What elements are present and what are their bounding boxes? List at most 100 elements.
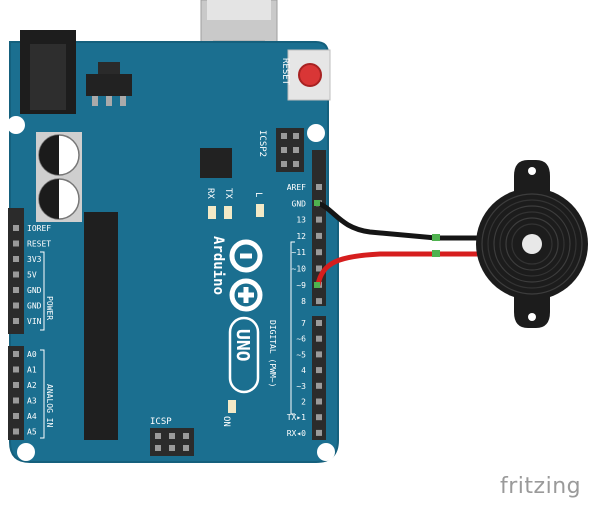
mounting-hole <box>317 443 335 461</box>
piezo-buzzer <box>476 160 588 328</box>
header-pin <box>316 367 322 374</box>
pin-label: 8 <box>301 297 306 306</box>
header-pin <box>316 232 322 239</box>
header-pin <box>316 382 322 389</box>
left-power-header <box>8 208 24 334</box>
pin-label: GND <box>292 199 307 208</box>
right-upper-header <box>312 150 326 306</box>
header-pin <box>316 184 322 190</box>
right-lower-header <box>312 316 326 440</box>
wire-tip-gnd <box>314 200 320 206</box>
model-badge: UNO <box>228 316 260 394</box>
wire-tip-pin9 <box>314 282 320 288</box>
icsp2-label: ICSP2 <box>257 130 267 157</box>
on-label: ON <box>221 416 231 427</box>
rx-label: RX <box>205 188 215 199</box>
digital-group-bracket <box>290 241 295 415</box>
pin-label: ~11 <box>292 248 307 257</box>
header-pin <box>316 429 322 436</box>
capacitor <box>36 132 82 178</box>
pin-label: TX▸1 <box>287 413 306 422</box>
header-pin <box>13 271 19 278</box>
header-pin <box>316 398 322 405</box>
mounting-hole <box>17 443 35 461</box>
pin-label: GND <box>27 302 42 311</box>
pin-label: A5 <box>27 428 37 437</box>
header-pin <box>13 366 19 373</box>
digital-label: DIGITAL (PWM~) <box>268 320 277 387</box>
icsp-header <box>150 428 194 456</box>
wire-joint <box>432 250 440 257</box>
header-pin <box>316 249 322 256</box>
power-label: POWER <box>45 296 54 320</box>
header-pin <box>13 428 19 435</box>
mounting-hole <box>7 116 25 134</box>
icsp-label: ICSP <box>150 417 172 427</box>
reset-label: RESET <box>280 58 290 86</box>
brand-label: Arduino <box>210 236 226 295</box>
mounting-hole <box>307 124 325 142</box>
header-pin <box>13 413 19 419</box>
header-pin <box>316 320 322 326</box>
pin-label: 12 <box>296 232 306 241</box>
usb-chip <box>200 148 232 178</box>
header-pin <box>13 240 19 247</box>
left-analog-header <box>8 346 24 440</box>
pin-label: ~5 <box>296 350 306 359</box>
header-pin <box>13 382 19 388</box>
tx-label: TX <box>223 188 233 199</box>
microcontroller-chip <box>84 212 118 440</box>
pin-label: ~9 <box>296 281 306 290</box>
pin-label: IOREF <box>27 224 51 233</box>
pin-label: 3V3 <box>27 255 42 264</box>
pin-label: ~6 <box>296 335 306 344</box>
header-pin <box>13 256 19 262</box>
header-pin <box>13 225 19 231</box>
header-pin <box>316 216 322 223</box>
header-pin <box>13 397 19 404</box>
header-pin <box>316 414 322 421</box>
header-pin <box>316 298 322 305</box>
pin-label: 2 <box>301 398 306 407</box>
pin-label: A2 <box>27 381 37 390</box>
wire-joint <box>432 234 440 241</box>
l-led <box>256 204 264 217</box>
capacitor <box>36 176 82 222</box>
header-pin <box>316 351 322 358</box>
header-pin <box>316 335 322 342</box>
pin-label: ~3 <box>296 382 306 391</box>
analog-label: ANALOG IN <box>45 384 54 428</box>
l-led-label: L <box>253 192 263 197</box>
arduino-logo <box>229 239 263 312</box>
on-led <box>228 400 236 413</box>
voltage-regulator <box>86 62 132 106</box>
tx-led <box>224 206 232 219</box>
reset-button[interactable] <box>287 49 331 101</box>
power-group-bracket <box>40 251 45 331</box>
header-pin <box>13 302 19 309</box>
pin-label: A0 <box>27 350 37 359</box>
header-pin <box>13 287 19 293</box>
pin-label: ~10 <box>292 265 307 274</box>
pin-label: AREF <box>287 183 306 192</box>
model-label: UNO <box>232 329 253 362</box>
pin-label: 4 <box>301 366 306 375</box>
header-pin <box>13 318 19 324</box>
wire-gnd-black <box>315 200 483 241</box>
wire-pin9-red <box>315 251 483 288</box>
rx-led <box>208 206 216 219</box>
pin-label: VIN <box>27 317 42 326</box>
icsp2-header <box>276 128 304 172</box>
pin-label: A1 <box>27 366 37 375</box>
pin-label: GND <box>27 286 42 295</box>
fritzing-watermark: fritzing <box>500 474 582 499</box>
header-pin <box>13 351 19 357</box>
pin-label: A4 <box>27 412 37 421</box>
power-jack <box>20 30 76 114</box>
pin-label: RX◂0 <box>287 429 306 438</box>
pin-label: 7 <box>301 319 306 328</box>
pin-label: A3 <box>27 397 37 406</box>
analog-group-bracket <box>40 349 45 439</box>
pin-label: RESET <box>27 240 51 249</box>
header-pin <box>316 265 322 272</box>
